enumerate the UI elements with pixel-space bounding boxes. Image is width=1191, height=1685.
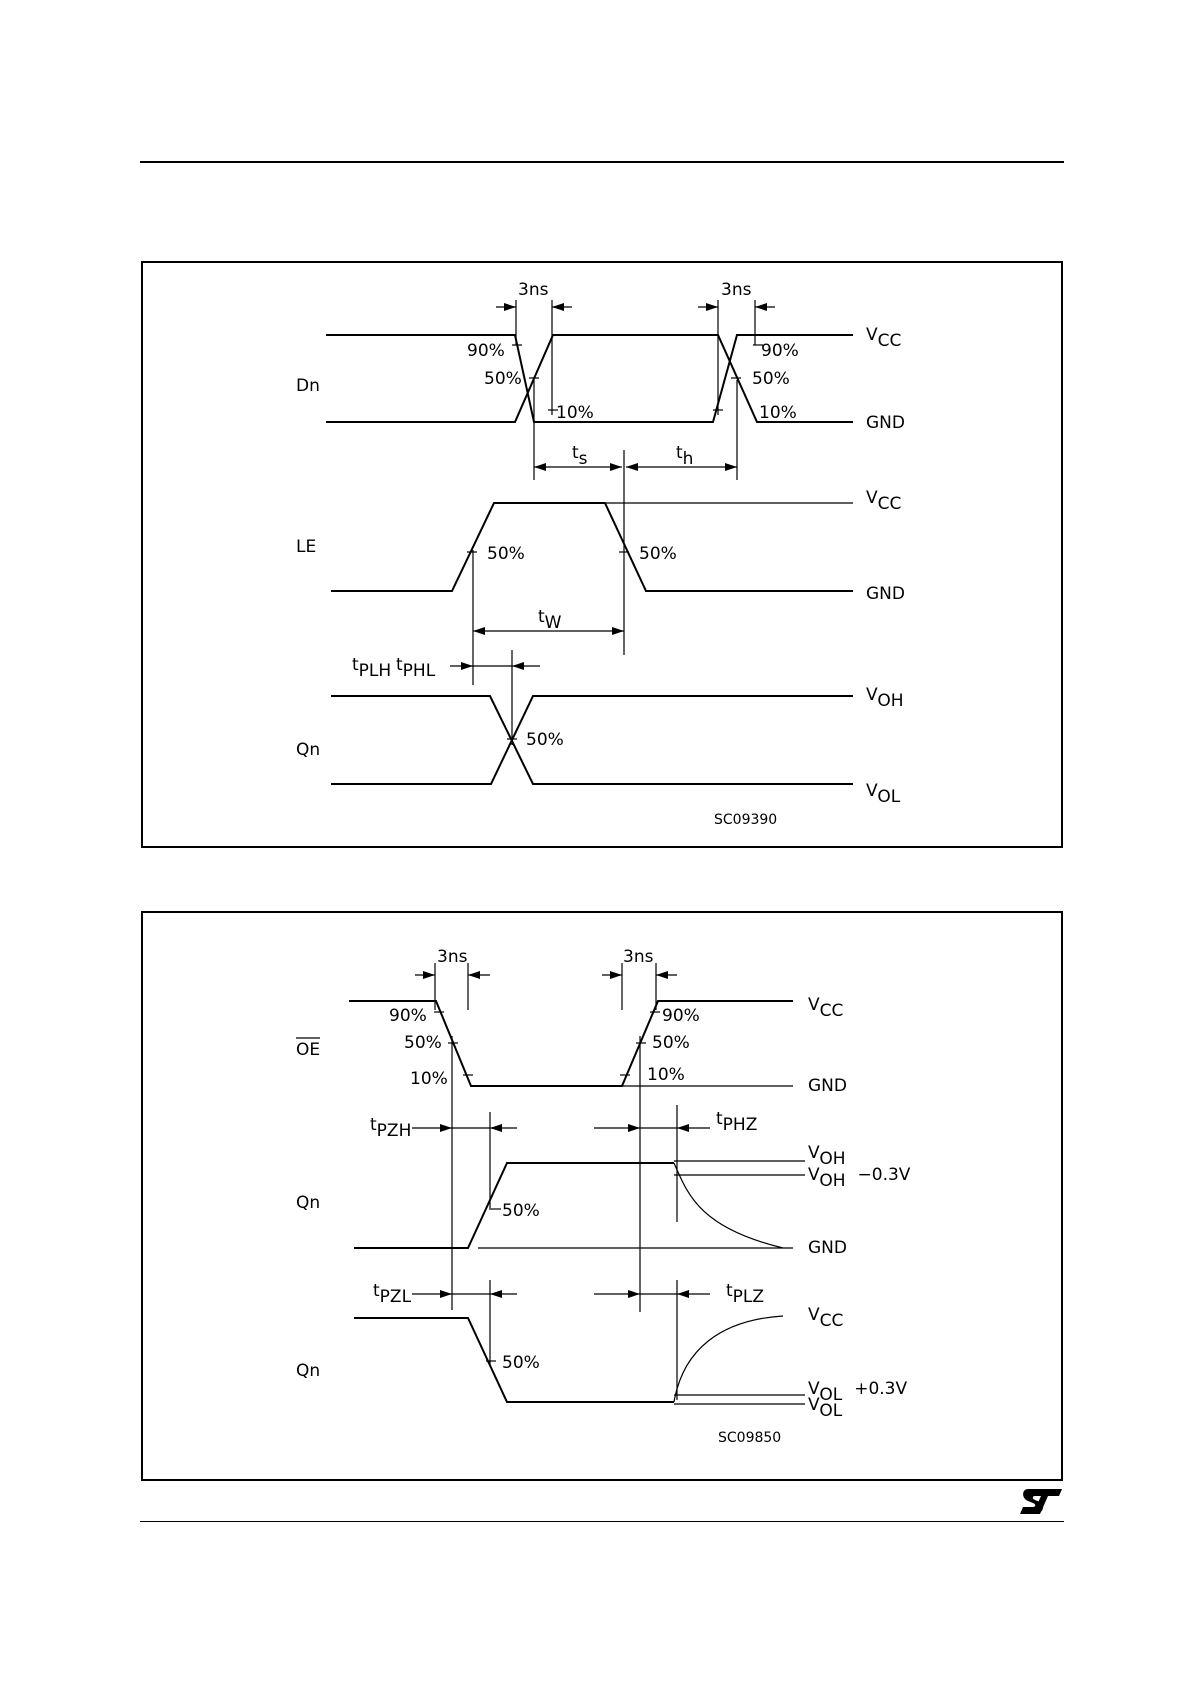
pulse-width-label: tW	[538, 607, 562, 633]
edge-time-label: 3ns	[721, 280, 752, 300]
tplz-label: tPLZ	[726, 1281, 764, 1307]
dn-signal-label: Dn	[296, 376, 320, 396]
oe-signal-label: OE	[296, 1040, 320, 1060]
level-label: 50%	[487, 544, 525, 564]
level-label: 50%	[526, 730, 564, 750]
level-label: 90%	[761, 341, 799, 361]
level-label: 50%	[404, 1033, 442, 1053]
level-label: 50%	[639, 544, 677, 564]
level-label: 50%	[484, 369, 522, 389]
level-label: 90%	[662, 1006, 700, 1026]
le-waveform	[331, 503, 853, 591]
level-label: 50%	[502, 1201, 540, 1221]
footer-rule	[140, 1521, 1064, 1522]
gnd-rail-label: GND	[866, 413, 905, 433]
dn-high-waveform	[326, 335, 757, 422]
hold-time-label: th	[676, 443, 693, 469]
vcc-rail-label: VCC	[866, 325, 901, 351]
vol-rail-label: VOL	[866, 781, 901, 807]
figure-code: SC09390	[714, 812, 777, 828]
level-label: 90%	[467, 341, 505, 361]
vcc-rail-label: VCC	[866, 488, 901, 514]
edge-time-label: 3ns	[518, 280, 549, 300]
tplh-label: tPLH	[352, 655, 391, 681]
tphz-label: tPHZ	[716, 1109, 757, 1135]
gnd-rail-label: GND	[808, 1076, 847, 1096]
level-label: 90%	[389, 1006, 427, 1026]
edge-time-label: 3ns	[623, 947, 654, 967]
tpzl-label: tPZL	[373, 1281, 412, 1307]
level-label: 10%	[410, 1069, 448, 1089]
vcc-rail-label: VCC	[808, 1305, 843, 1331]
level-label: 50%	[752, 369, 790, 389]
st-logo-icon	[1018, 1487, 1064, 1517]
qn-high-waveform	[331, 696, 853, 784]
gnd-rail-label: GND	[866, 584, 905, 604]
qn-signal-label: Qn	[296, 1361, 320, 1381]
qn-signal-label: Qn	[296, 740, 320, 760]
le-signal-label: LE	[296, 537, 316, 557]
qn-signal-label: Qn	[296, 1193, 320, 1213]
setup-time-label: ts	[572, 443, 588, 469]
tpzh-label: tPZH	[370, 1115, 411, 1141]
voh-rail-label: VOH	[866, 685, 904, 711]
vcc-rail-label: VCC	[808, 995, 843, 1021]
qn-low-waveform	[331, 696, 853, 784]
edge-time-label: 3ns	[437, 947, 468, 967]
level-label: 50%	[502, 1353, 540, 1373]
tphl-label: tPHL	[396, 655, 436, 681]
level-label: 50%	[652, 1033, 690, 1053]
level-label: 10%	[759, 403, 797, 423]
figure-code: SC09850	[718, 1430, 781, 1446]
gnd-rail-label: GND	[808, 1238, 847, 1258]
level-label: 10%	[647, 1065, 685, 1085]
level-label: 10%	[556, 403, 594, 423]
